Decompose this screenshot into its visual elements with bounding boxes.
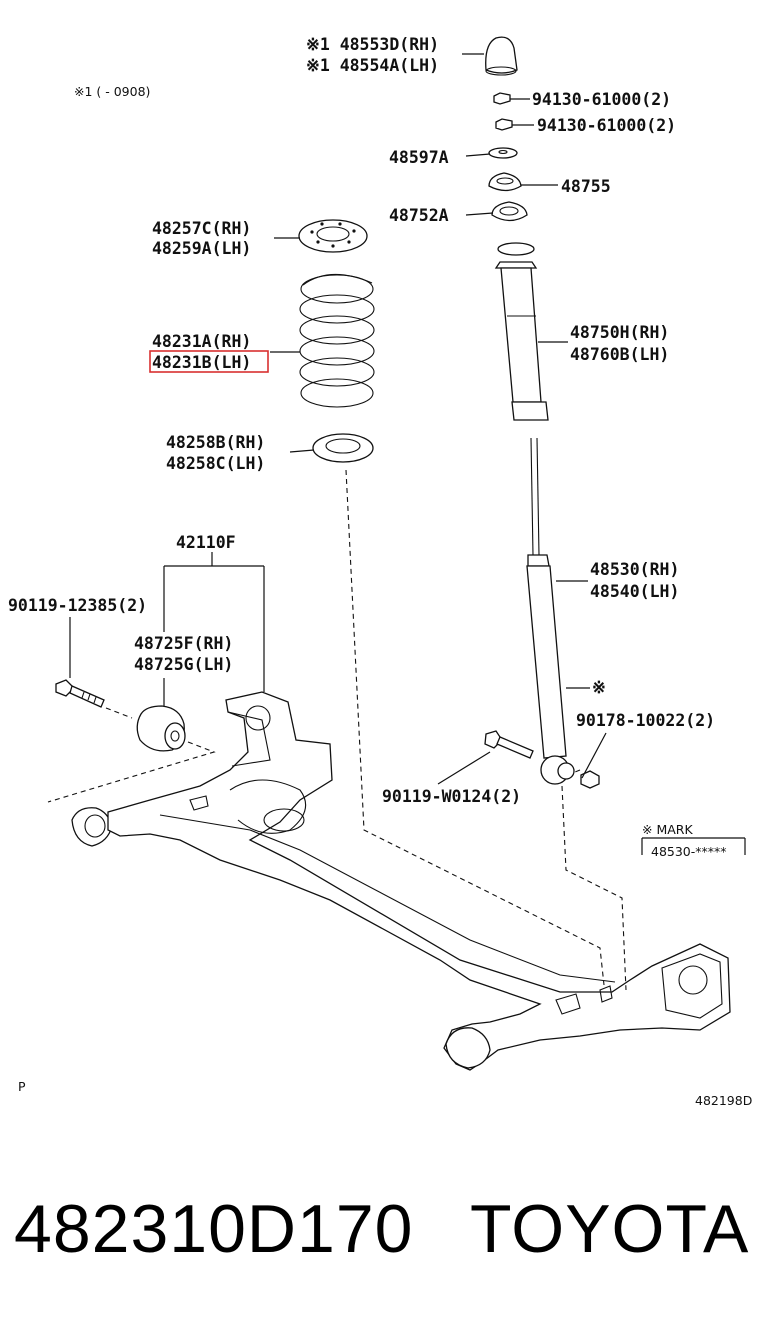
bolt-90119-12385 xyxy=(55,679,105,708)
label-48750h: 48750H(RH) xyxy=(570,323,669,342)
label-48257c: 48257C(RH) xyxy=(152,219,251,238)
label-48752a: 48752A xyxy=(389,206,449,225)
label-48725g: 48725G(LH) xyxy=(134,655,233,674)
bump-stopper-cap xyxy=(485,36,518,76)
page-letter: P xyxy=(18,1079,26,1094)
cushion-48752a xyxy=(491,201,528,222)
footer-brand: TOYOTA xyxy=(470,1191,750,1267)
label-asterisk-mark: ※ xyxy=(592,678,606,697)
label-90178-10022: 90178-10022(2) xyxy=(576,711,715,730)
rear-axle-beam xyxy=(71,691,731,1071)
label-48231a: 48231A(RH) xyxy=(152,332,251,351)
mark-value: 48530-***** xyxy=(651,844,727,859)
label-48725f: 48725F(RH) xyxy=(134,634,233,653)
label-94130-61000-upper: 94130-61000(2) xyxy=(532,90,671,109)
label-48597a: 48597A xyxy=(389,148,449,167)
footer-part-number: 482310D170 xyxy=(14,1191,414,1267)
label-48259a: 48259A(LH) xyxy=(152,239,251,258)
highlight-box-48231b xyxy=(149,350,269,373)
bushing-48725 xyxy=(136,705,186,752)
mark-title: ※ MARK xyxy=(642,822,693,837)
note-1: ※1 ( - 0908) xyxy=(74,84,150,99)
spring-upper-seat xyxy=(298,219,368,253)
label-48553d: ※1 48553D(RH) xyxy=(306,35,439,54)
nut-upper xyxy=(493,92,511,105)
shock-boot xyxy=(494,242,549,421)
support-48755 xyxy=(488,172,522,192)
label-48755: 48755 xyxy=(561,177,611,196)
label-42110f: 42110F xyxy=(176,533,236,552)
shock-absorber xyxy=(526,437,575,785)
label-48760b: 48760B(LH) xyxy=(570,345,669,364)
washer-48597a xyxy=(488,147,518,159)
nut-lower xyxy=(495,118,513,131)
label-48231b: 48231B(LH) xyxy=(152,353,251,372)
label-90119-12385: 90119-12385(2) xyxy=(8,596,147,615)
label-94130-61000-lower: 94130-61000(2) xyxy=(537,116,676,135)
label-48554a: ※1 48554A(LH) xyxy=(306,56,439,75)
label-48530: 48530(RH) xyxy=(590,560,679,579)
label-48258b: 48258B(RH) xyxy=(166,433,265,452)
spring-lower-seat xyxy=(312,433,374,463)
label-90119-w0124: 90119-W0124(2) xyxy=(382,787,521,806)
label-48540: 48540(LH) xyxy=(590,582,679,601)
label-48258c: 48258C(LH) xyxy=(166,454,265,473)
diagram-code: 482198D xyxy=(695,1093,752,1108)
bolt-90119-w0124 xyxy=(484,730,534,759)
coil-spring xyxy=(299,273,375,408)
nut-90178-10022 xyxy=(580,770,600,789)
